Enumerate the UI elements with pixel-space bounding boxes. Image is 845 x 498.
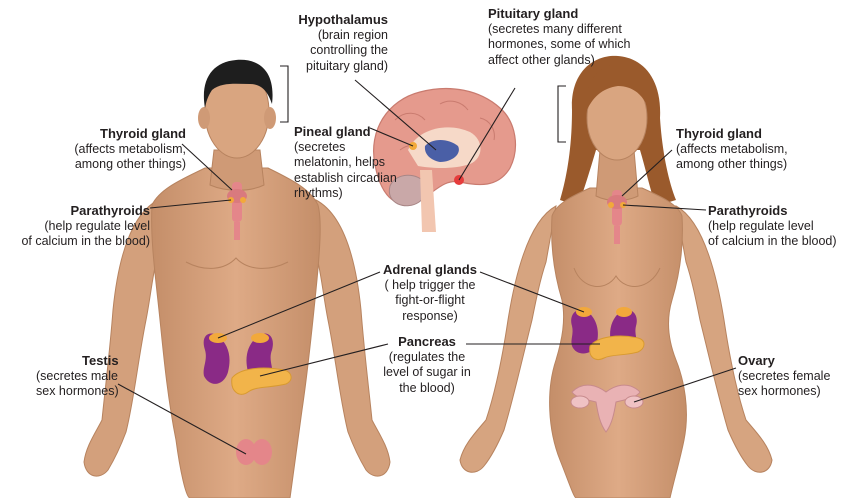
leader-pancreas-left xyxy=(259,343,389,377)
leader-pineal xyxy=(369,127,414,147)
female-chest-line xyxy=(573,267,661,287)
label-pineal-title: Pineal gland xyxy=(294,124,371,139)
label-adrenal: Adrenal glands ( help trigger the fight-… xyxy=(370,262,490,324)
label-line: establish circadian xyxy=(294,170,397,185)
label-parathyroids-left: Parathyroids (help regulate level of cal… xyxy=(4,203,150,250)
leader-parathyroids-left xyxy=(149,199,232,209)
label-line: response) xyxy=(402,308,458,323)
label-parathyroids-right: Parathyroids (help regulate level of cal… xyxy=(708,203,844,250)
label-pancreas: Pancreas (regulates the level of sugar i… xyxy=(372,334,482,396)
label-line: the blood) xyxy=(399,380,455,395)
female-pancreas xyxy=(589,335,645,360)
label-line: (secretes female xyxy=(738,368,831,383)
label-pancreas-title: Pancreas xyxy=(398,334,456,349)
label-testis-title: Testis xyxy=(82,353,119,368)
leader-hypothalamus xyxy=(354,79,437,151)
label-line: (secretes many different xyxy=(488,21,622,36)
leader-lines xyxy=(117,65,737,455)
male-adrenal-gland xyxy=(251,333,269,343)
male-left-ear xyxy=(198,107,210,129)
label-ovary-title: Ovary xyxy=(738,353,775,368)
bracket-male-head xyxy=(280,65,289,123)
female-trachea xyxy=(614,226,620,244)
label-line: rhythms) xyxy=(294,186,343,200)
male-parathyroid xyxy=(240,197,246,203)
hypothalamus-region xyxy=(424,140,459,162)
label-parathyroids-right-title: Parathyroids xyxy=(708,203,788,218)
female-right-arm xyxy=(675,205,773,473)
label-thyroid-right-title: Thyroid gland xyxy=(676,126,762,141)
male-trachea xyxy=(234,222,240,240)
leader-testis xyxy=(117,383,247,455)
female-adrenal-gland xyxy=(616,307,632,317)
label-line: sex hormones) xyxy=(738,384,821,398)
label-line: (affects metabolism, xyxy=(74,141,186,156)
brain xyxy=(373,87,517,232)
leader-ovary xyxy=(633,367,737,403)
label-line: fight-or-flight xyxy=(395,293,465,307)
label-line: of calcium in the blood) xyxy=(21,234,150,248)
label-line: affect other glands) xyxy=(488,52,595,67)
label-line: (help regulate level xyxy=(708,218,814,233)
label-adrenal-title: Adrenal glands xyxy=(383,262,477,277)
label-testis: Testis (secretes male sex hormones) xyxy=(36,353,146,400)
brain-cerebellum xyxy=(388,174,428,207)
label-line: ( help trigger the xyxy=(384,277,476,292)
label-thyroid-left: Thyroid gland (affects metabolism, among… xyxy=(52,126,186,173)
female-parathyroid xyxy=(608,202,614,208)
label-hypothalamus: Hypothalamus (brain region controlling t… xyxy=(292,12,388,74)
label-line: among other things) xyxy=(74,157,186,171)
label-pituitary-title: Pituitary gland xyxy=(488,6,579,21)
label-line: melatonin, helps xyxy=(294,155,386,169)
label-pineal: Pineal gland (secretes melatonin, helps … xyxy=(294,124,404,202)
label-line: (regulates the xyxy=(388,349,466,364)
label-line: pituitary gland) xyxy=(306,58,388,73)
male-torso xyxy=(151,167,321,498)
male-figure xyxy=(83,59,391,498)
leader-adrenal-right xyxy=(479,271,585,313)
label-line: (help regulate level xyxy=(44,218,150,233)
male-pancreas xyxy=(231,367,292,395)
female-hair-top xyxy=(585,64,651,112)
label-hypothalamus-title: Hypothalamus xyxy=(298,12,388,27)
label-thyroid-left-title: Thyroid gland xyxy=(100,126,186,141)
bracket-female-head xyxy=(557,85,566,143)
brain-folds xyxy=(394,100,495,155)
male-right-ear xyxy=(264,107,276,129)
brain-stem xyxy=(420,170,436,232)
label-line: level of sugar in xyxy=(383,365,471,379)
leader-thyroid-left xyxy=(181,143,233,191)
female-figure xyxy=(459,55,773,498)
female-ovary xyxy=(570,395,590,409)
leader-thyroid-right xyxy=(621,149,673,197)
label-line: (affects metabolism, xyxy=(676,141,788,156)
label-line: hormones, some of which xyxy=(488,37,631,51)
label-line: sex hormones) xyxy=(36,384,119,398)
female-uterus xyxy=(571,384,641,433)
label-line: of calcium in the blood) xyxy=(708,234,837,248)
male-hair xyxy=(203,59,273,108)
label-line: among other things) xyxy=(676,157,788,171)
label-pituitary: Pituitary gland (secretes many different… xyxy=(488,6,648,68)
female-left-arm xyxy=(459,205,557,473)
female-left-kidney xyxy=(571,309,598,354)
label-line: controlling the xyxy=(310,43,388,57)
label-line: (secretes xyxy=(294,139,346,154)
label-line: (secretes male xyxy=(36,368,118,383)
male-chest-line xyxy=(185,257,289,269)
male-right-arm xyxy=(315,199,391,477)
male-left-kidney xyxy=(203,333,230,384)
male-testis xyxy=(236,439,256,465)
label-parathyroids-left-title: Parathyroids xyxy=(70,203,150,218)
leader-adrenal-left xyxy=(217,271,381,339)
male-left-arm xyxy=(83,199,159,477)
leader-pituitary xyxy=(458,87,516,181)
label-line: (brain region xyxy=(317,27,388,42)
leader-parathyroids-right xyxy=(622,204,707,211)
label-thyroid-right: Thyroid gland (affects metabolism, among… xyxy=(676,126,816,173)
male-testis xyxy=(252,439,272,465)
label-ovary: Ovary (secretes female sex hormones) xyxy=(738,353,842,400)
